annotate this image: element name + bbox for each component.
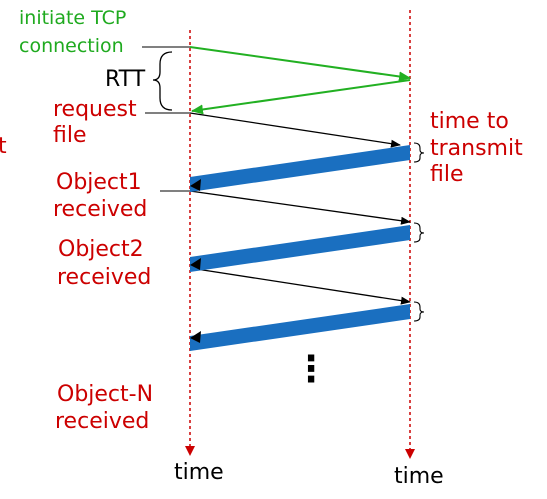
objectn-label-line1: Object-N bbox=[57, 382, 154, 407]
transmission-2-arrowhead bbox=[190, 258, 201, 270]
initiate-label-line2: connection bbox=[19, 35, 124, 57]
synack-arrow bbox=[191, 79, 411, 115]
transmit-brace-2 bbox=[413, 222, 425, 243]
transmission-1-arrowhead bbox=[190, 179, 201, 191]
request-label-line2: file bbox=[53, 123, 87, 148]
transmit-label-line1: time to bbox=[430, 109, 509, 134]
transmit-label-line2: transmit bbox=[430, 136, 523, 161]
transmit-brace-3 bbox=[413, 301, 425, 322]
request-arrow-3 bbox=[189, 267, 411, 305]
transmission-3-arrowhead bbox=[190, 331, 201, 343]
syn-arrow bbox=[189, 46, 411, 82]
object2-label-line1: Object2 bbox=[58, 237, 144, 262]
server-timeline-arrowhead bbox=[405, 449, 415, 459]
file-transmission-3 bbox=[190, 304, 410, 351]
server-time-label: time bbox=[394, 464, 444, 489]
file-transmission-1 bbox=[190, 145, 410, 192]
edge-fragment: t bbox=[0, 134, 7, 159]
request-label-line1: request bbox=[53, 97, 137, 122]
rtt-brace bbox=[152, 51, 173, 111]
object1-label-line1: Object1 bbox=[56, 170, 142, 195]
client-timeline-arrowhead bbox=[185, 446, 195, 456]
request-arrow-1 bbox=[189, 112, 401, 148]
objectn-label-line2: received bbox=[55, 409, 150, 434]
client-time-label: time bbox=[174, 460, 224, 485]
rtt-label: RTT bbox=[105, 67, 146, 92]
object2-label-line2: received bbox=[57, 265, 152, 290]
transmit-brace-1 bbox=[413, 142, 425, 163]
initiate-label-line1: initiate TCP bbox=[19, 7, 127, 29]
ellipsis: ⋮ bbox=[293, 349, 329, 390]
transmit-label-line3: file bbox=[430, 162, 464, 187]
object1-label-line2: received bbox=[53, 197, 148, 222]
file-transmission-2 bbox=[190, 225, 410, 272]
request-arrow-2 bbox=[189, 190, 411, 225]
